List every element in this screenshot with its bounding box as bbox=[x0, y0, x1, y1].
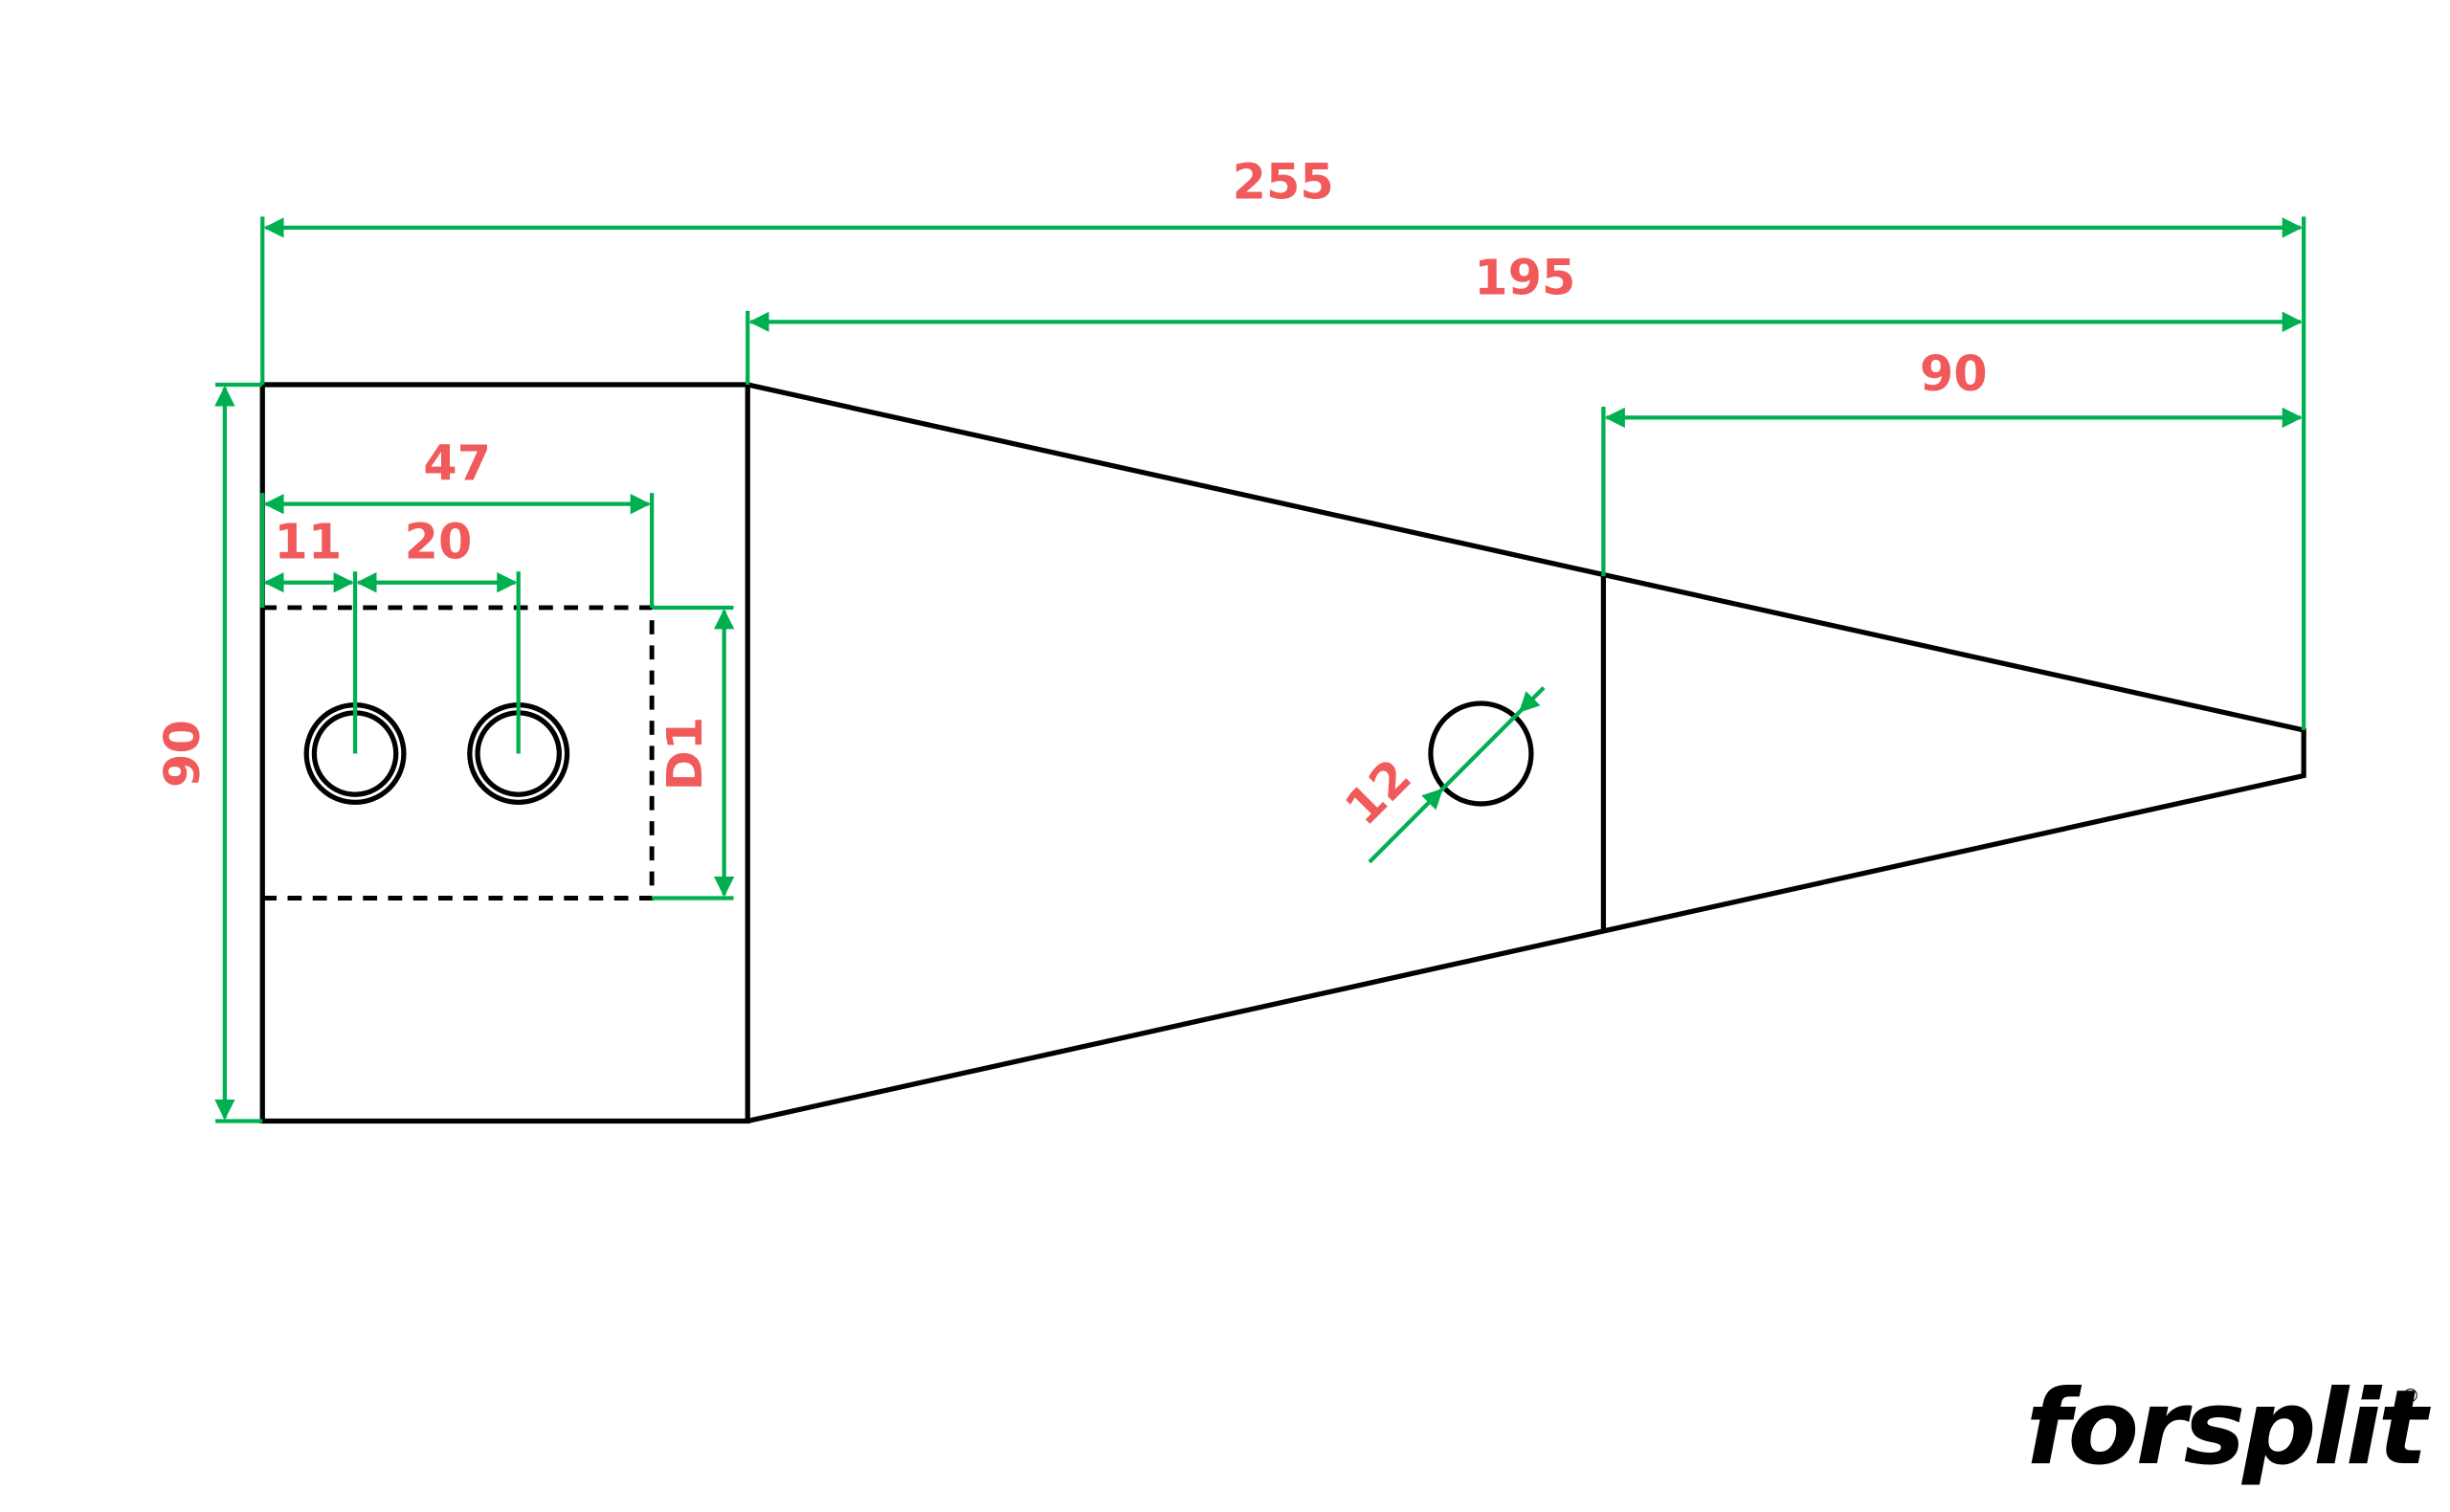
logo-text: forsplit bbox=[2026, 1367, 2432, 1488]
cross-hole bbox=[1428, 700, 1534, 807]
label-90-height: 90 bbox=[154, 720, 211, 788]
dimension-lines bbox=[214, 216, 2306, 1123]
label-d1: D1 bbox=[657, 717, 713, 791]
hidden-socket bbox=[262, 605, 655, 901]
registered-mark: ® bbox=[2401, 1385, 2420, 1407]
taper-body bbox=[746, 382, 2306, 1124]
dimension-labels: 255 195 90 47 11 20 90 D1 12 bbox=[154, 154, 1988, 836]
label-90-tip: 90 bbox=[1920, 345, 1988, 402]
brand-logo: forsplit ® bbox=[2026, 1367, 2435, 1488]
head-block bbox=[259, 382, 750, 1124]
label-20: 20 bbox=[405, 513, 473, 569]
part-outline bbox=[259, 382, 2306, 1124]
dim-12 bbox=[1368, 788, 1443, 864]
label-195: 195 bbox=[1474, 250, 1575, 306]
label-47: 47 bbox=[423, 434, 491, 491]
label-11: 11 bbox=[274, 513, 342, 569]
label-255: 255 bbox=[1233, 154, 1334, 211]
